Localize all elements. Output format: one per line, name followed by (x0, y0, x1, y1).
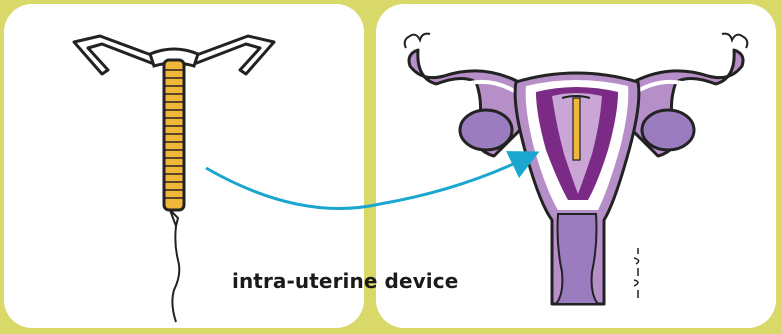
artist-signature-icon (628, 246, 648, 300)
diagram-caption: intra-uterine device (232, 269, 458, 293)
